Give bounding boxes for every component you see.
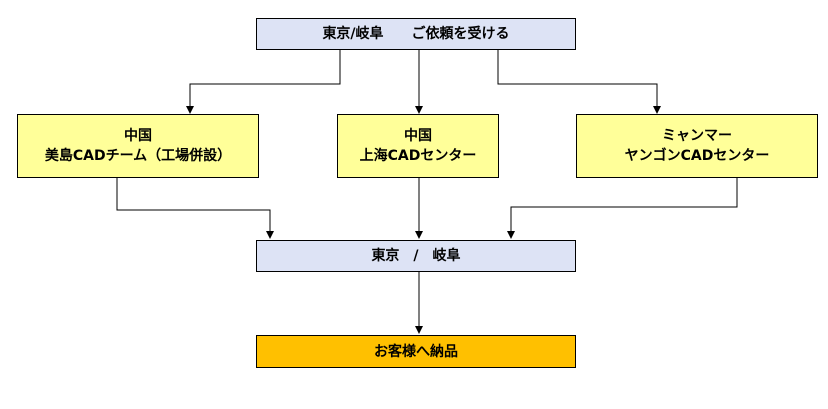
arrow-bishima-to-tokyo xyxy=(116,178,274,239)
bottom-box-label: お客様へ納品 xyxy=(374,343,458,360)
site-box-shanghai-line2: 上海CADセンター xyxy=(359,148,477,164)
bottom-box-delivery: お客様へ納品 xyxy=(256,335,576,368)
arrow-top-to-bishima xyxy=(186,50,341,114)
top-box-label: 東京/岐阜 ご依頼を受ける xyxy=(322,26,510,42)
site-box-shanghai-line1: 中国 xyxy=(404,128,432,144)
site-box-bishima-line1: 中国 xyxy=(124,128,152,144)
top-box-receive-request: 東京/岐阜 ご依頼を受ける xyxy=(256,18,576,50)
arrow-yangon-to-tokyo xyxy=(507,178,738,239)
middle-box-tokyo-gifu: 東京 / 岐阜 xyxy=(256,240,576,272)
site-box-yangon-line1: ミャンマー xyxy=(662,128,732,144)
arrow-top-to-yangon xyxy=(497,50,661,114)
middle-box-label: 東京 / 岐阜 xyxy=(371,248,461,264)
site-box-shanghai: 中国 上海CADセンター xyxy=(337,114,499,178)
site-box-yangon: ミャンマー ヤンゴンCADセンター xyxy=(576,114,818,178)
site-box-bishima-line2: 美島CADチーム（工場併設） xyxy=(44,148,232,164)
site-box-bishima: 中国 美島CADチーム（工場併設） xyxy=(17,114,259,178)
site-box-yangon-line2: ヤンゴンCADセンター xyxy=(624,148,770,164)
